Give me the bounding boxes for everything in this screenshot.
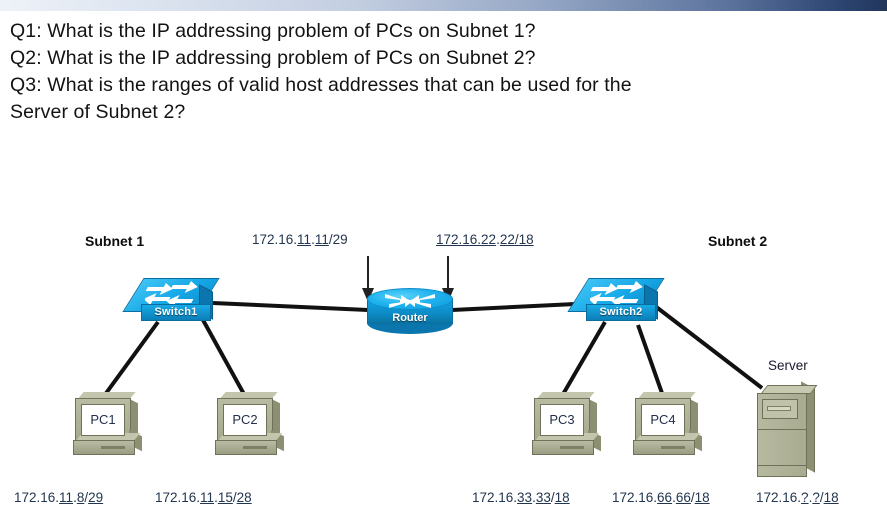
pc1-icon[interactable]: PC1 [73,392,147,458]
pc3-label: PC3 [540,404,584,436]
switch1-front-face [141,304,211,321]
pc1-label: PC1 [81,404,125,436]
router-top-ellipse [367,288,453,310]
pc4-address: 172.16.66.66/18 [612,490,710,505]
pc2-icon[interactable]: PC2 [215,392,289,458]
server-label: Server [768,358,808,373]
server-address: 172.16.?.?/18 [756,490,839,505]
pc-drive-slot [243,446,267,449]
router-left-interface-address: 172.16.11.11/29 [252,232,348,247]
pc1-address: 172.16.11.8/29 [14,490,104,505]
router-right-interface-address: 172.16.22.22/18 [436,232,534,247]
switch2-front-face [586,304,656,321]
router-label: Router [392,312,428,324]
router-arrows-glyph [385,294,435,308]
pc4-icon[interactable]: PC4 [633,392,707,458]
server-panel-foot [758,465,806,466]
server-drive-slot [767,406,791,411]
question-2: Q2: What is the IP addressing problem of… [10,47,536,69]
network-topology-diagram: Subnet 1 Subnet 2 172.16.11.11/29 172.16… [0,200,887,520]
question-1: Q1: What is the IP addressing problem of… [10,20,536,42]
question-block: Q1: What is the IP addressing problem of… [10,18,870,126]
server-icon[interactable] [757,381,823,477]
server-panel-divider [758,429,806,430]
pc3-address: 172.16.33.33/18 [472,490,570,505]
subnet-1-label: Subnet 1 [85,233,145,249]
switch2-icon[interactable]: Switch2 [567,278,674,330]
pc-drive-slot [661,446,685,449]
top-gradient-banner [0,0,887,11]
switch1-label: Switch1 [154,306,198,318]
switch2-label: Switch2 [599,306,643,318]
router-icon[interactable]: Router [367,288,453,334]
pc-drive-slot [560,446,584,449]
pc4-label: PC4 [641,404,685,436]
pc-drive-slot [101,446,125,449]
pc2-address: 172.16.11.15/28 [155,490,252,505]
pc2-label: PC2 [223,404,267,436]
question-3: Q3: What is the ranges of valid host add… [10,74,632,123]
switch1-icon[interactable]: Switch1 [122,278,229,330]
pc3-icon[interactable]: PC3 [532,392,606,458]
subnet-2-label: Subnet 2 [708,233,768,249]
